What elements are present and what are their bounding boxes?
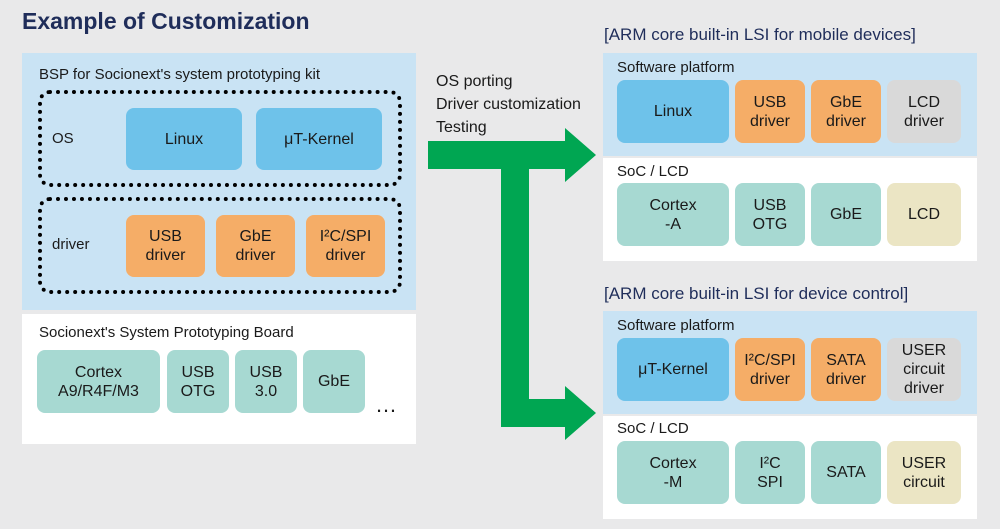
mobile-soc-box-gbe: GbE [811, 183, 881, 246]
driver-box-gbe: GbE driver [216, 215, 295, 277]
page-title: Example of Customization [22, 8, 310, 34]
mobile-sw-title: Software platform [617, 59, 735, 76]
board-box-cortex: Cortex A9/R4F/M3 [37, 350, 160, 413]
control-soc-box-cortex: Cortex -M [617, 441, 729, 504]
control-sw-box-ut-kernel: μT-Kernel [617, 338, 729, 401]
board-title: Socionext's System Prototyping Board [39, 324, 294, 341]
mobile-sw-box-gbe: GbE driver [811, 80, 881, 143]
mobile-sw-box-usb: USB driver [735, 80, 805, 143]
control-sw-box-i2c-spi: I²C/SPI driver [735, 338, 805, 401]
arrow-label: OS porting Driver customization Testing [436, 73, 581, 136]
os-group [38, 90, 402, 187]
mobile-soc-title: SoC / LCD [617, 163, 689, 180]
control-title: [ARM core built-in LSI for device contro… [604, 284, 909, 303]
board-box-gbe: GbE [303, 350, 365, 413]
mobile-soc-box-lcd: LCD [887, 183, 961, 246]
control-sw-title: Software platform [617, 317, 735, 334]
driver-label: driver [52, 236, 90, 253]
control-soc-title: SoC / LCD [617, 420, 689, 437]
os-label: OS [52, 130, 74, 147]
driver-box-i2c-spi: I²C/SPI driver [306, 215, 385, 277]
bsp-title: BSP for Socionext's system prototyping k… [39, 66, 321, 83]
os-box-linux: Linux [126, 108, 242, 170]
board-box-usb-3: USB 3.0 [235, 350, 297, 413]
board-box-usb-otg: USB OTG [167, 350, 229, 413]
more-ellipsis: … [375, 392, 400, 417]
mobile-title: [ARM core built-in LSI for mobile device… [604, 25, 916, 44]
control-soc-box-i2c-spi: I²C SPI [735, 441, 805, 504]
flow-arrow-shape [428, 128, 596, 440]
mobile-soc-box-usb-otg: USB OTG [735, 183, 805, 246]
control-sw-box-user-circuit: USER circuit driver [887, 338, 961, 401]
mobile-sw-box-lcd: LCD driver [887, 80, 961, 143]
os-box-ut-kernel: μT-Kernel [256, 108, 382, 170]
control-soc-box-sata: SATA [811, 441, 881, 504]
driver-group [38, 197, 402, 294]
control-sw-box-sata: SATA driver [811, 338, 881, 401]
driver-box-usb: USB driver [126, 215, 205, 277]
mobile-soc-box-cortex: Cortex -A [617, 183, 729, 246]
control-soc-box-user-circuit: USER circuit [887, 441, 961, 504]
mobile-sw-box-linux: Linux [617, 80, 729, 143]
